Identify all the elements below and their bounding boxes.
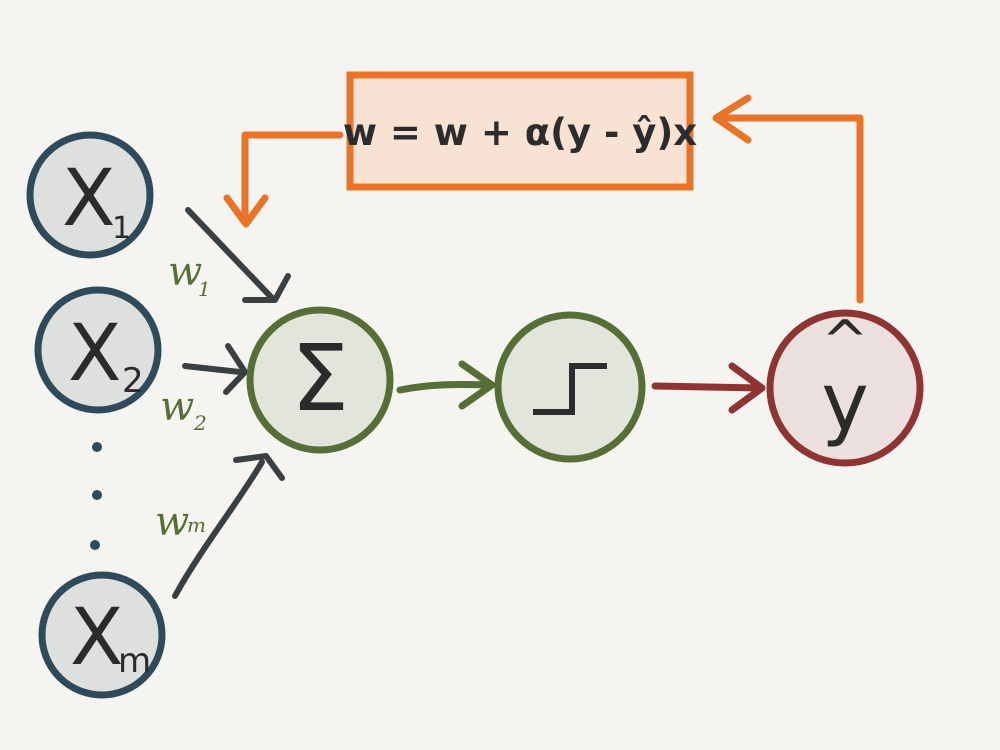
output-symbol: y xyxy=(821,356,868,449)
input-node-m: X m xyxy=(38,571,166,699)
weight-m-label: w xyxy=(155,499,189,545)
step-function-icon xyxy=(533,363,607,415)
input-m-subscript: m xyxy=(118,641,151,681)
input-2-subscript: 2 xyxy=(122,361,144,401)
arrow-input-1 xyxy=(185,207,291,303)
weight-1-subscript: 1 xyxy=(198,277,211,301)
output-node: ^ y xyxy=(766,309,924,467)
input-m-symbol: X xyxy=(70,593,123,683)
input-2-symbol: X xyxy=(68,309,121,399)
weight-m-subscript: m xyxy=(187,513,206,537)
arrow-input-m xyxy=(172,453,285,599)
input-node-1: X 1 xyxy=(26,131,154,259)
arrow-activation-to-output xyxy=(651,362,766,414)
weight-1-label: w xyxy=(168,249,202,295)
summation-node: Σ xyxy=(246,306,394,454)
arrow-input-2 xyxy=(182,343,248,395)
weight-2-label: w xyxy=(160,384,194,430)
feedback-arrow-rule-to-weights xyxy=(223,131,344,228)
update-rule-box: w = w + α(y - ŷ)x xyxy=(343,71,697,191)
output-hat: ^ xyxy=(822,309,869,374)
input-1-subscript: 1 xyxy=(112,211,131,246)
arrow-sum-to-activation xyxy=(396,360,496,410)
update-rule-text: w = w + α(y - ŷ)x xyxy=(343,111,697,154)
summation-symbol: Σ xyxy=(291,325,349,432)
weight-2-subscript: 2 xyxy=(193,411,207,435)
input-1-symbol: X xyxy=(62,154,115,244)
activation-node xyxy=(494,311,646,463)
ellipsis-dots xyxy=(90,442,102,550)
input-node-2: X 2 xyxy=(34,286,162,414)
feedback-arrow-output-to-rule xyxy=(712,94,864,304)
